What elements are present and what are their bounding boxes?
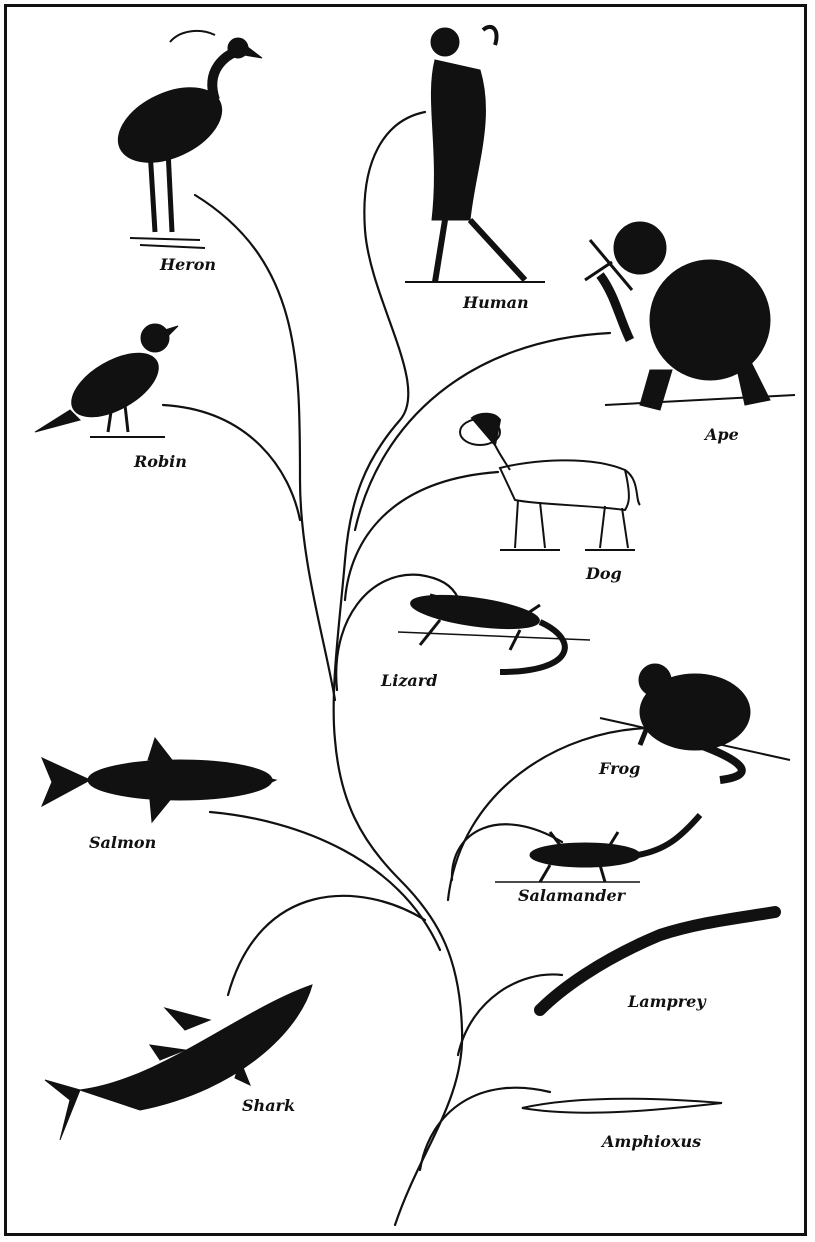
label-lamprey: Lamprey bbox=[628, 992, 706, 1011]
tree-trunk bbox=[334, 112, 463, 1225]
branch-shark bbox=[228, 896, 425, 995]
branch-salmon bbox=[210, 812, 440, 950]
salmon-icon bbox=[42, 738, 276, 822]
label-heron: Heron bbox=[160, 255, 216, 274]
dog-icon bbox=[460, 414, 640, 550]
robin-icon bbox=[35, 324, 178, 437]
label-ape: Ape bbox=[705, 425, 739, 444]
label-salamander: Salamander bbox=[518, 886, 625, 905]
branch-lamprey bbox=[458, 974, 562, 1055]
label-amphioxus: Amphioxus bbox=[602, 1132, 701, 1151]
label-salmon: Salmon bbox=[89, 833, 156, 852]
label-shark: Shark bbox=[242, 1096, 295, 1115]
branch-frog bbox=[448, 728, 650, 900]
human-icon bbox=[405, 27, 545, 282]
label-human: Human bbox=[463, 293, 529, 312]
lizard-icon bbox=[398, 589, 590, 672]
shark-icon bbox=[45, 985, 312, 1140]
salamander-icon bbox=[495, 815, 700, 882]
branch-amphioxus bbox=[420, 1088, 550, 1170]
heron-icon bbox=[107, 31, 262, 248]
label-dog: Dog bbox=[586, 564, 622, 583]
label-frog: Frog bbox=[599, 759, 640, 778]
amphioxus-icon bbox=[522, 1099, 722, 1113]
label-lizard: Lizard bbox=[381, 671, 437, 690]
ape-icon bbox=[585, 222, 795, 410]
label-robin: Robin bbox=[134, 452, 187, 471]
